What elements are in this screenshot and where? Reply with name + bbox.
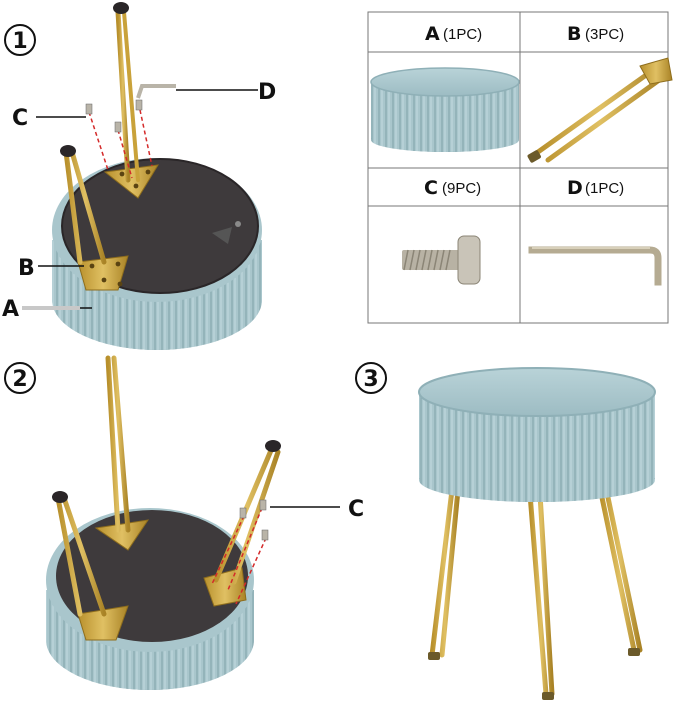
step-number: 3 <box>363 367 378 392</box>
step-badge-1: 1 <box>4 24 36 56</box>
callout-c-step1: C <box>12 106 28 131</box>
leg-left <box>429 487 461 658</box>
leg-front <box>527 491 555 697</box>
screw-guides <box>211 507 267 605</box>
step-1-illustration <box>22 2 262 350</box>
screw-icon <box>239 499 269 541</box>
cushion-top <box>418 367 656 417</box>
step-number: 1 <box>12 29 27 54</box>
screw-guides <box>88 109 153 179</box>
step-3-illustration <box>418 367 656 700</box>
leg-foot-cap <box>265 440 281 452</box>
callout-d-step1: D <box>258 80 276 105</box>
leg-vertical <box>115 9 131 183</box>
part-c-screw-image <box>402 235 481 285</box>
mount-plate-top <box>103 164 159 199</box>
step-number: 2 <box>12 367 27 392</box>
part-a-cushion-image <box>370 67 520 152</box>
part-d-allen-key-image <box>528 246 662 286</box>
mount-plate-top <box>94 519 150 551</box>
step-badge-3: 3 <box>355 362 387 394</box>
leg-vertical <box>105 355 131 533</box>
part-d-letter: D <box>567 177 583 199</box>
leg-foot-cap <box>113 2 129 14</box>
callout-b-step1: B <box>18 256 35 281</box>
step-2-illustration <box>46 355 340 690</box>
part-d-qty: (1PC) <box>585 180 624 197</box>
parts-table: A (1PC) B (3PC) C (9PC) D (1PC) <box>367 11 673 324</box>
part-c-qty: (9PC) <box>442 180 481 197</box>
part-b-leg-image <box>527 57 673 163</box>
callout-c-step2: C <box>348 497 364 522</box>
screw-icon <box>85 99 143 133</box>
part-a-letter: A <box>425 23 440 45</box>
leg-right <box>597 485 643 653</box>
mount-plate-left <box>77 605 129 641</box>
leg-left <box>55 495 107 617</box>
leg-left <box>63 149 107 265</box>
step-badge-2: 2 <box>4 362 36 394</box>
part-b-letter: B <box>567 23 581 45</box>
part-a-qty: (1PC) <box>443 26 482 43</box>
part-b-qty: (3PC) <box>585 26 624 43</box>
allen-key-icon <box>136 84 176 99</box>
part-c-letter: C <box>424 177 438 199</box>
callout-a-step1: A <box>2 297 19 322</box>
